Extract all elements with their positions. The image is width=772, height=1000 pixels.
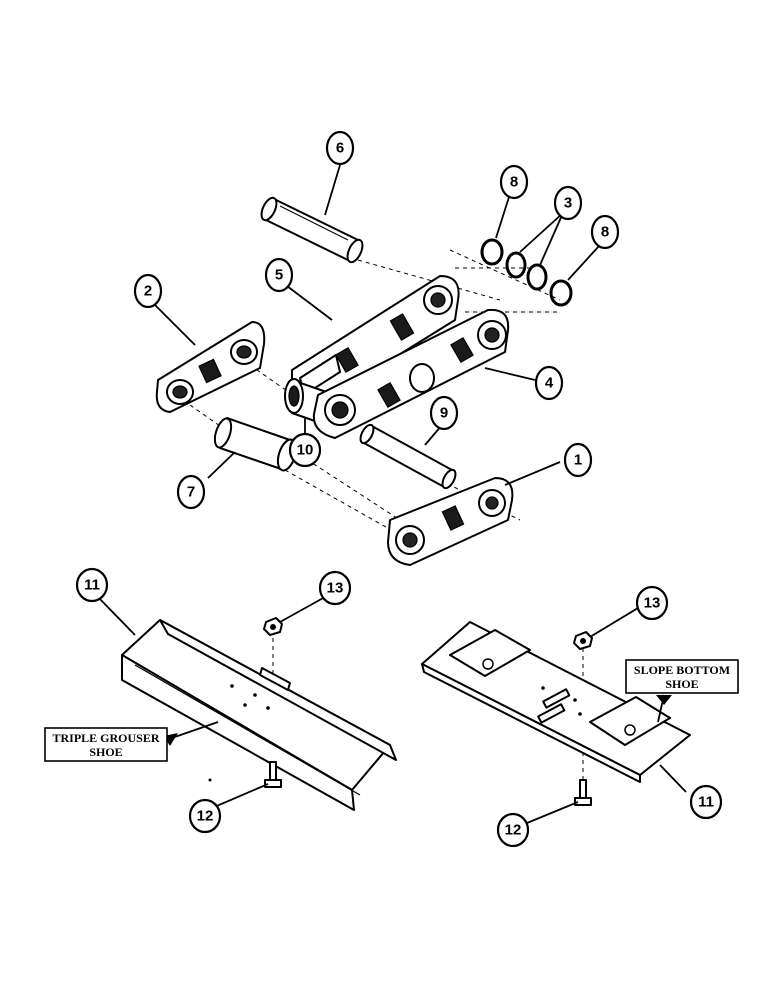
slope-bottom-label: SLOPE BOTTOM SHOE: [625, 659, 739, 723]
ring-part-8-left: [480, 238, 504, 266]
ring-part-3-a: [505, 251, 527, 279]
triple-grouser-shoe: [121, 619, 397, 811]
nut-part-13-left: [263, 617, 283, 636]
callout-5-text: 5: [275, 267, 283, 284]
ring-part-8-right: [549, 279, 573, 307]
callout-9-text: 9: [440, 405, 448, 422]
link-part-4: [312, 308, 510, 439]
callout-10-text: 10: [297, 442, 314, 459]
callout-11-left: 11: [75, 567, 109, 603]
callout-13-right-text: 13: [644, 595, 661, 612]
callout-10: 10: [288, 432, 322, 468]
callout-12-right-text: 12: [505, 822, 522, 839]
callout-8-left: 8: [499, 164, 529, 200]
callout-8-left-text: 8: [510, 174, 518, 191]
callout-7: 7: [176, 474, 206, 510]
callout-8-right: 8: [590, 214, 620, 250]
callout-11-left-text: 11: [84, 577, 100, 594]
callout-4-text: 4: [545, 375, 554, 392]
slope-bottom-shoe: [421, 621, 691, 783]
callout-6-text: 6: [336, 140, 344, 157]
callout-13-left: 13: [318, 570, 352, 606]
callout-7-text: 7: [187, 484, 195, 501]
callout-12-left: 12: [188, 798, 222, 834]
callout-6: 6: [325, 130, 355, 166]
bolt-part-12-right: [574, 779, 592, 806]
callout-13-right: 13: [635, 585, 669, 621]
slope-bottom-label-line2: SHOE: [665, 677, 698, 691]
callout-9: 9: [429, 395, 459, 431]
callout-1-text: 1: [574, 452, 582, 469]
ring-part-3-b: [526, 263, 548, 291]
link-part-5: [290, 275, 460, 411]
callout-13-left-text: 13: [327, 580, 344, 597]
triple-grouser-label-line2: SHOE: [89, 745, 122, 759]
callout-11-right: 11: [689, 784, 723, 820]
triple-grouser-label: TRIPLE GROUSER SHOE: [44, 721, 219, 762]
pin-part-9: [359, 423, 457, 490]
callout-5: 5: [264, 257, 294, 293]
leader-lines: [96, 164, 687, 824]
callout-12-right: 12: [496, 812, 530, 848]
pin-part-6: [260, 196, 364, 264]
callout-1: 1: [563, 442, 593, 478]
callout-3-text: 3: [564, 195, 572, 212]
callout-2-text: 2: [144, 283, 152, 300]
link-part-2: [155, 321, 266, 413]
link-part-1: [387, 477, 514, 566]
nut-part-13-right: [573, 631, 593, 650]
triple-grouser-label-line1: TRIPLE GROUSER: [52, 731, 159, 745]
callout-12-left-text: 12: [197, 808, 214, 825]
callout-11-right-text: 11: [698, 794, 714, 811]
bushing-part-7: [213, 417, 298, 472]
slope-bottom-label-line1: SLOPE BOTTOM: [634, 663, 730, 677]
callout-3: 3: [553, 185, 583, 221]
callout-4: 4: [534, 365, 564, 401]
callout-8-right-text: 8: [601, 224, 609, 241]
callout-2: 2: [133, 273, 163, 309]
speck: [208, 778, 212, 782]
